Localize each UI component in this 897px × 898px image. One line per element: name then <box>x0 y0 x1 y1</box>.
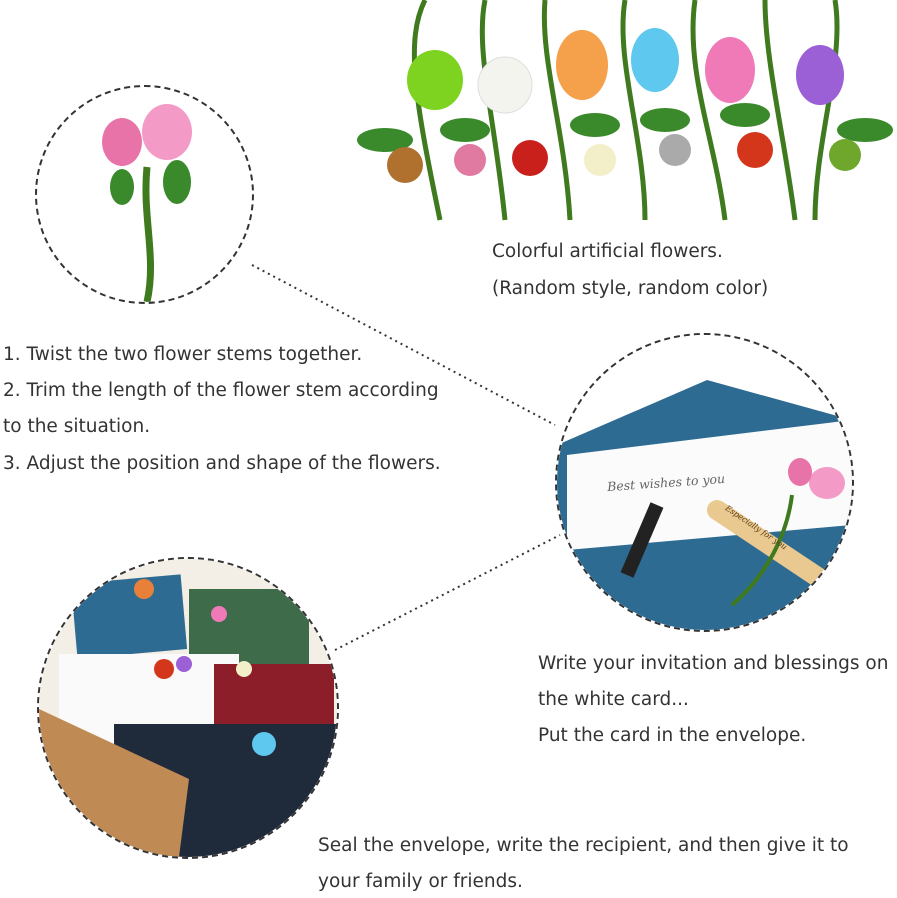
flowers-caption-line1: Colorful artificial flowers. <box>492 241 723 262</box>
flower-row-image <box>357 0 893 221</box>
card-caption-line2: the white card... <box>538 689 689 710</box>
step-2-cont: to the situation. <box>3 416 151 437</box>
card-envelope-circle: Best wishes to you Especially for you <box>555 333 854 632</box>
card-caption-line3: Put the card in the envelope. <box>538 725 807 746</box>
envelopes-circle <box>37 557 339 859</box>
seal-caption-line1: Seal the envelope, write the recipient, … <box>318 835 849 856</box>
card-caption-line1: Write your invitation and blessings on <box>538 653 889 674</box>
seal-caption-line2: your family or friends. <box>318 871 523 892</box>
step-3: 3. Adjust the position and shape of the … <box>3 453 441 474</box>
step-2: 2. Trim the length of the flower stem ac… <box>3 380 439 401</box>
twisted-flower-circle <box>35 85 254 304</box>
flowers-caption-line2: (Random style, random color) <box>492 278 769 299</box>
step-1: 1. Twist the two flower stems together. <box>3 344 363 365</box>
